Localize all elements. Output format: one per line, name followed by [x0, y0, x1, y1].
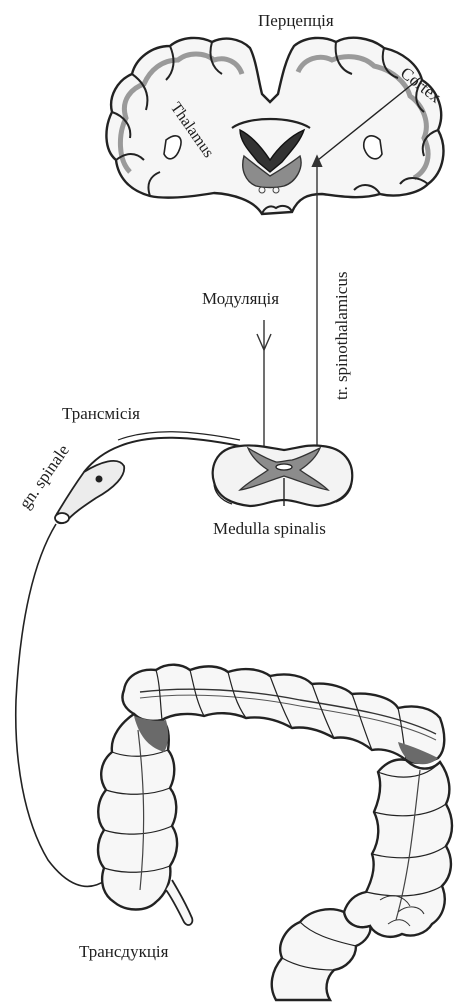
transverse-colon — [122, 665, 444, 763]
label-transduction: Трансдукція — [79, 943, 168, 960]
peripheral-afferent-fiber — [16, 524, 106, 886]
brain-section — [106, 38, 443, 214]
label-transmission: Трансмісія — [62, 405, 140, 422]
label-perception: Перцепція — [258, 12, 334, 29]
label-spinothalamic-tract: tr. spinothalamicus — [333, 272, 350, 400]
central-canal — [276, 464, 292, 470]
spinal-cord-section — [213, 445, 353, 506]
appendix — [166, 880, 192, 925]
spinal-nerve-cut — [55, 513, 69, 523]
label-medulla-spinalis: Medulla spinalis — [213, 520, 326, 537]
ganglion-cell-body — [96, 476, 103, 483]
label-modulation: Модуляція — [202, 290, 279, 307]
